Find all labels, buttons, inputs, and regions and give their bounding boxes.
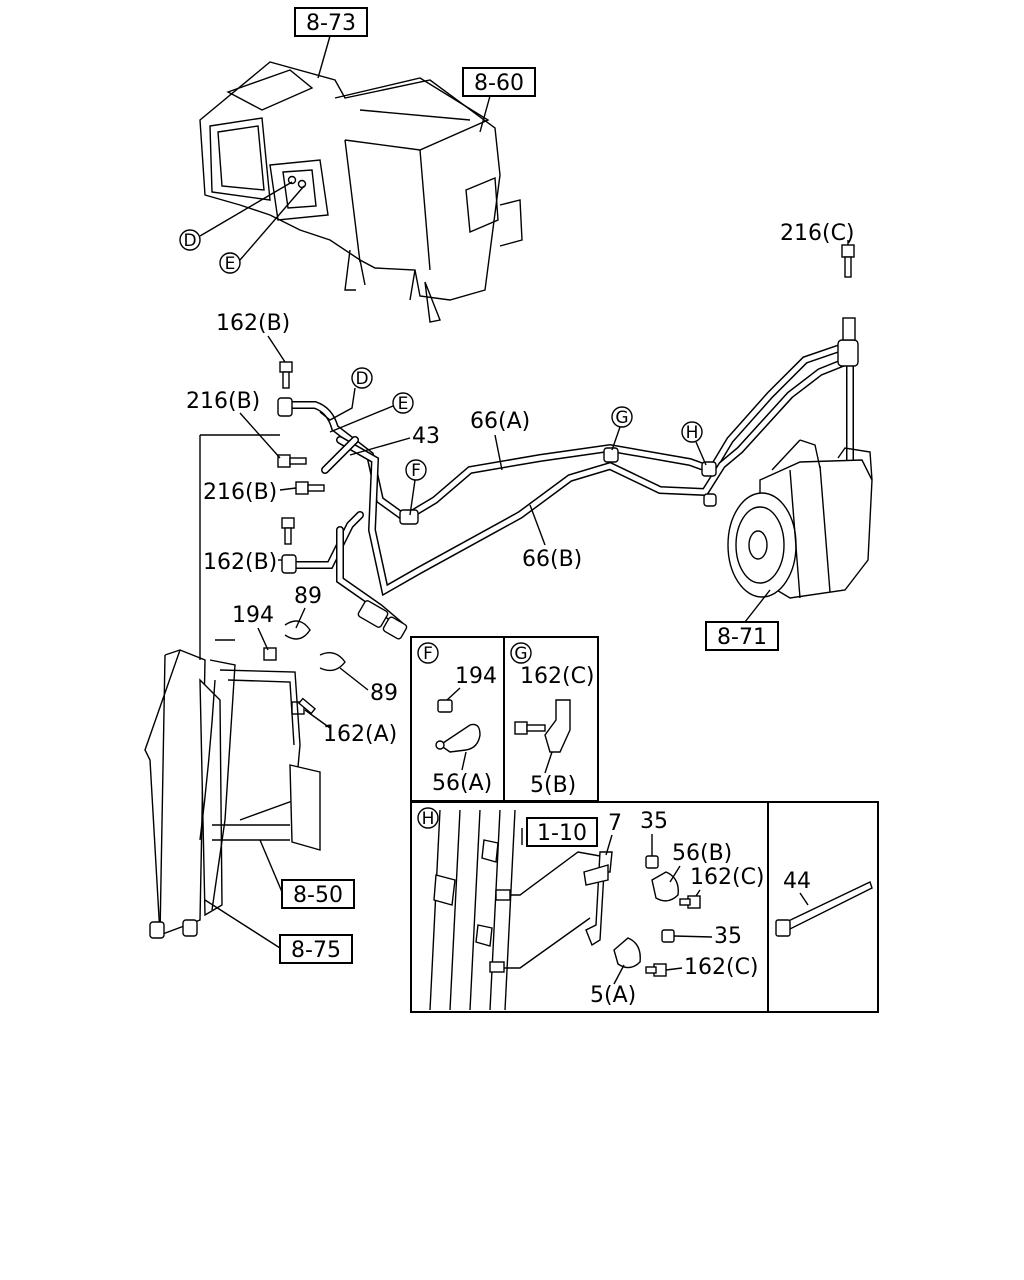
detail-f-badge: F bbox=[423, 644, 433, 664]
label-216c: 216(C) bbox=[780, 221, 855, 246]
detail-h-5a: 5(A) bbox=[590, 983, 636, 1008]
callout-h-line: H bbox=[681, 421, 703, 443]
callout-h-line-text: H bbox=[686, 423, 699, 443]
ref-8-73[interactable]: 8-73 bbox=[294, 7, 368, 37]
ref-8-71[interactable]: 8-71 bbox=[705, 621, 779, 651]
fittings bbox=[277, 317, 859, 640]
detail-f-194: 194 bbox=[455, 664, 497, 689]
label-66b: 66(B) bbox=[522, 547, 582, 572]
detail-g-162c: 162(C) bbox=[520, 664, 595, 689]
detail-h-162c-a: 162(C) bbox=[690, 865, 765, 890]
detail-h-panel: H 1-10 7 35 56(B) bbox=[410, 801, 769, 1013]
detail-f-panel: F 194 56(A) bbox=[410, 636, 505, 802]
detail-g-badge: G bbox=[514, 644, 527, 664]
compressor-drawing bbox=[727, 439, 873, 599]
callout-d-heater-text: D bbox=[183, 231, 196, 251]
detail-h-badge: H bbox=[422, 809, 435, 829]
ref-8-60[interactable]: 8-60 bbox=[462, 67, 536, 97]
label-89-b: 89 bbox=[370, 681, 398, 706]
detail-g-5b: 5(B) bbox=[530, 773, 576, 798]
callout-e-line-text: E bbox=[398, 394, 409, 414]
label-43: 43 bbox=[412, 424, 440, 449]
callout-e-heater-text: E bbox=[225, 254, 236, 274]
detail-h-56b: 56(B) bbox=[672, 841, 732, 866]
label-216b-b: 216(B) bbox=[203, 480, 277, 505]
ref-1-10-label: 1-10 bbox=[537, 821, 587, 846]
ref-8-73-label: 8-73 bbox=[306, 11, 356, 36]
label-89-a: 89 bbox=[294, 584, 322, 609]
refrigerant-lines bbox=[286, 344, 854, 629]
ref-8-71-label: 8-71 bbox=[717, 625, 767, 650]
label-162b-top: 162(B) bbox=[216, 311, 290, 336]
callout-e-line: E bbox=[392, 392, 414, 414]
label-216b-a: 216(B) bbox=[186, 389, 260, 414]
ref-8-75-label: 8-75 bbox=[291, 938, 341, 963]
detail-h-35-b: 35 bbox=[714, 924, 742, 949]
callout-d-line-text: D bbox=[355, 369, 368, 389]
detail-h-162c-b: 162(C) bbox=[684, 955, 759, 980]
ref-8-50[interactable]: 8-50 bbox=[281, 879, 355, 909]
label-194-main: 194 bbox=[232, 603, 274, 628]
label-66a: 66(A) bbox=[470, 409, 530, 434]
label-162b-mid: 162(B) bbox=[203, 550, 277, 575]
detail-f-56a: 56(A) bbox=[432, 771, 492, 796]
callout-g-line: G bbox=[611, 406, 633, 428]
detail-h-7: 7 bbox=[608, 811, 622, 836]
ref-8-75[interactable]: 8-75 bbox=[279, 934, 353, 964]
condenser-drawing bbox=[144, 434, 321, 939]
callout-g-line-text: G bbox=[615, 408, 628, 428]
callout-d-heater: D bbox=[179, 229, 201, 251]
callout-f-line: F bbox=[405, 459, 427, 481]
ref-8-60-label: 8-60 bbox=[474, 71, 524, 96]
bolts bbox=[263, 244, 855, 715]
callout-f-line-text: F bbox=[411, 461, 421, 481]
ref-1-10[interactable]: 1-10 bbox=[526, 817, 598, 847]
heater-unit-drawing bbox=[199, 61, 523, 323]
callout-d-line: D bbox=[351, 367, 373, 389]
detail-g-panel: G 162(C) 5(B) bbox=[503, 636, 599, 802]
detail-44-label: 44 bbox=[783, 869, 811, 894]
callout-e-heater: E bbox=[219, 252, 241, 274]
detail-h-35-a: 35 bbox=[640, 809, 668, 834]
label-162a: 162(A) bbox=[323, 722, 397, 747]
detail-44-panel: 44 bbox=[767, 801, 879, 1013]
ref-8-50-label: 8-50 bbox=[293, 883, 343, 908]
